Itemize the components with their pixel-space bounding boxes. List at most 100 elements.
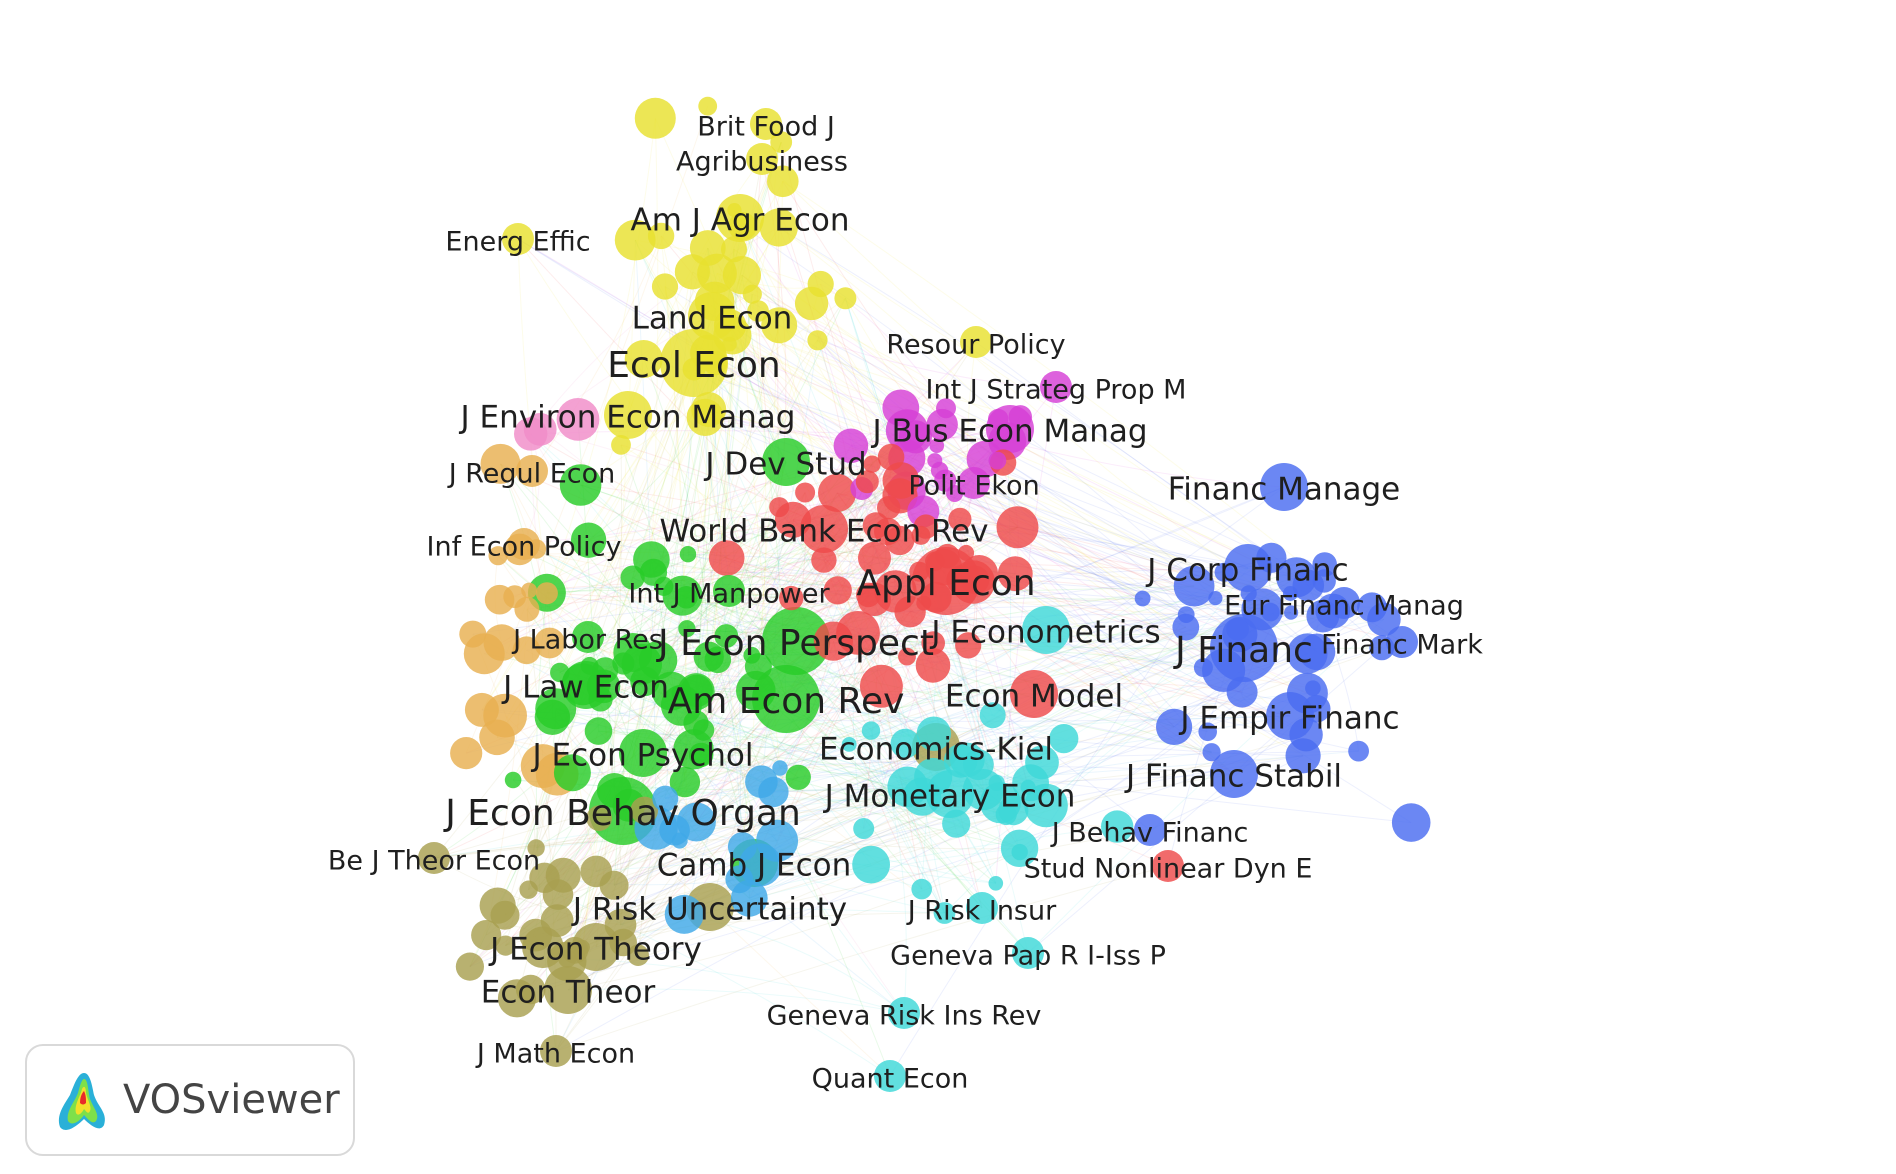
network-node[interactable] (652, 785, 679, 812)
network-node[interactable] (747, 300, 769, 322)
journal-label[interactable]: J Monetary Econ (823, 779, 1076, 815)
journal-label[interactable]: Int J Manpower (628, 579, 830, 610)
network-node[interactable] (1173, 565, 1215, 607)
network-node[interactable] (586, 805, 612, 831)
network-node[interactable] (1289, 718, 1323, 752)
network-node[interactable] (503, 533, 536, 566)
network-node[interactable] (863, 455, 881, 473)
network-node[interactable] (624, 340, 663, 378)
network-node[interactable] (570, 522, 607, 558)
network-node[interactable] (927, 453, 943, 469)
network-node[interactable] (1348, 740, 1369, 762)
network-node[interactable] (450, 737, 483, 770)
network-node[interactable] (911, 878, 932, 900)
network-node[interactable] (736, 670, 776, 711)
network-node[interactable] (882, 389, 920, 427)
network-node[interactable] (933, 902, 956, 924)
network-node[interactable] (727, 203, 742, 218)
network-node[interactable] (588, 687, 613, 712)
network-node[interactable] (862, 512, 890, 539)
journal-label[interactable]: J Financ (1173, 630, 1313, 671)
journal-node[interactable] (888, 997, 920, 1029)
network-node[interactable] (915, 648, 951, 683)
journal-node[interactable] (1012, 937, 1044, 969)
journal-node[interactable] (1022, 606, 1070, 654)
journal-label[interactable]: J Environ Econ Manag (459, 400, 796, 436)
network-node[interactable] (471, 920, 502, 951)
network-node[interactable] (898, 647, 916, 666)
network-node[interactable] (742, 284, 762, 304)
network-node[interactable] (770, 131, 793, 154)
network-node[interactable] (1226, 676, 1258, 708)
network-node[interactable] (858, 541, 891, 575)
network-node[interactable] (916, 595, 932, 611)
journal-label[interactable]: Financ Mark (1321, 630, 1483, 661)
journal-label[interactable]: World Bank Econ Rev (659, 514, 988, 550)
network-node[interactable] (911, 525, 931, 545)
network-node[interactable] (1391, 803, 1431, 842)
network-node[interactable] (963, 749, 994, 781)
network-node[interactable] (756, 819, 799, 862)
journal-label[interactable]: Quant Econ (812, 1064, 969, 1095)
network-node[interactable] (779, 585, 804, 611)
journal-node[interactable] (418, 842, 450, 874)
network-node[interactable] (909, 561, 930, 582)
network-node[interactable] (855, 470, 879, 494)
journal-label[interactable]: J Corp Financ (1145, 553, 1348, 589)
journal-label[interactable]: Energ Effic (445, 227, 590, 258)
network-node[interactable] (1020, 779, 1036, 795)
network-node[interactable] (691, 392, 727, 427)
network-node[interactable] (674, 254, 711, 290)
network-node[interactable] (853, 818, 875, 839)
journal-node[interactable] (966, 892, 998, 924)
journal-node[interactable] (746, 143, 778, 175)
network-node[interactable] (523, 413, 557, 446)
network-node[interactable] (575, 939, 590, 955)
network-node[interactable] (612, 652, 635, 675)
journal-node[interactable] (1260, 463, 1308, 511)
network-node[interactable] (647, 222, 675, 250)
network-node[interactable] (988, 451, 1007, 470)
network-node[interactable] (698, 96, 718, 116)
network-node[interactable] (767, 165, 799, 198)
network-node[interactable] (861, 721, 881, 740)
journal-label[interactable]: Agribusiness (676, 147, 848, 178)
network-node[interactable] (988, 408, 1009, 430)
network-node[interactable] (795, 482, 816, 503)
network-node[interactable] (464, 692, 499, 727)
network-node[interactable] (664, 894, 704, 934)
network-node[interactable] (761, 307, 798, 344)
network-node[interactable] (1214, 562, 1234, 582)
network-node[interactable] (772, 760, 788, 776)
network-node[interactable] (833, 428, 869, 464)
network-node[interactable] (1202, 743, 1221, 762)
network-node[interactable] (553, 754, 591, 792)
network-node[interactable] (515, 974, 546, 1005)
network-node[interactable] (651, 273, 679, 300)
network-node[interactable] (630, 796, 659, 825)
network-node[interactable] (495, 935, 516, 956)
journal-label[interactable]: J Econ Perspect (656, 623, 934, 664)
network-node[interactable] (504, 771, 522, 789)
journal-label[interactable]: Ecol Econ (607, 345, 780, 386)
network-node[interactable] (669, 766, 701, 798)
journal-label[interactable]: Financ Manage (1168, 472, 1401, 508)
journal-node[interactable] (1010, 670, 1058, 718)
network-node[interactable] (856, 582, 881, 608)
network-node[interactable] (700, 349, 720, 369)
network-node[interactable] (503, 585, 527, 609)
network-node[interactable] (671, 832, 688, 849)
network-node[interactable] (559, 464, 602, 506)
network-node[interactable] (743, 646, 761, 664)
journal-label[interactable]: Land Econ (632, 301, 793, 337)
journal-label[interactable]: J Law Econ (501, 670, 669, 706)
network-node[interactable] (877, 443, 905, 471)
journal-label[interactable]: J Econ Behav Organ (443, 793, 801, 834)
journal-node[interactable] (544, 966, 592, 1014)
journal-node[interactable] (1040, 371, 1072, 403)
network-node[interactable] (925, 551, 945, 571)
network-node[interactable] (1305, 680, 1321, 696)
network-node[interactable] (1193, 658, 1213, 678)
network-node[interactable] (634, 97, 676, 139)
network-node[interactable] (721, 236, 747, 263)
